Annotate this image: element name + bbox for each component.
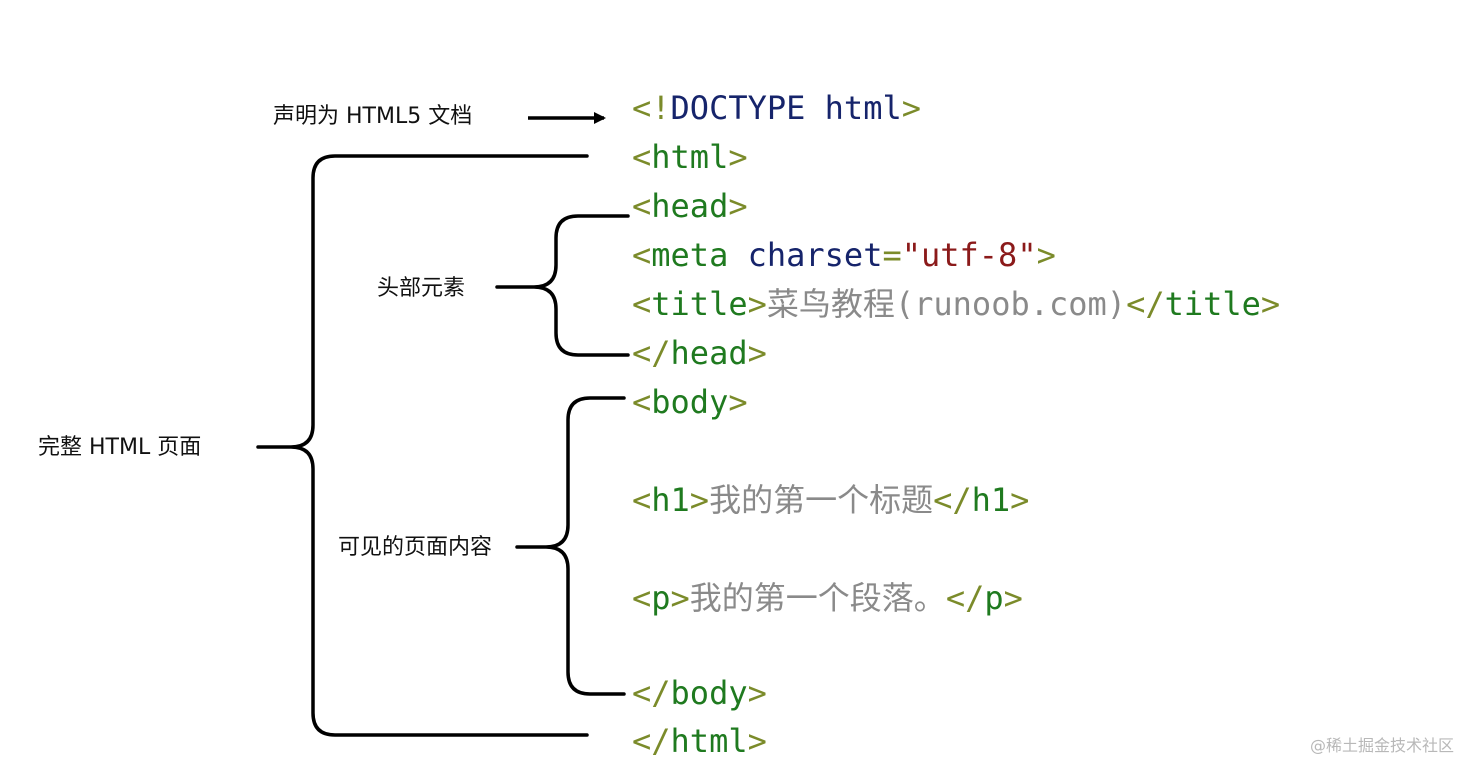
tag-name: body — [651, 383, 729, 421]
equals-sign: = — [882, 236, 902, 274]
space — [728, 236, 747, 274]
tag-bracket: </ — [632, 722, 671, 760]
tag-name: h1 — [971, 481, 1011, 519]
h1-text: 我的第一个标题 — [709, 481, 934, 519]
tag-bracket: > — [747, 285, 767, 323]
tag-bracket: < — [632, 383, 652, 421]
tag-bracket: <! — [632, 89, 671, 127]
tag-bracket: > — [1003, 579, 1023, 617]
code-meta: <meta charset="utf-8"> — [632, 239, 1056, 271]
tag-bracket: < — [632, 579, 652, 617]
tag-bracket: > — [1260, 285, 1281, 323]
title-text: 菜鸟教程(runoob.com) — [766, 285, 1127, 323]
tag-bracket: > — [728, 138, 748, 176]
label-visible-content: 可见的页面内容 — [338, 535, 493, 560]
label-head-elements: 头部元素 — [377, 276, 466, 301]
tag-bracket: < — [632, 236, 652, 274]
tag-bracket: > — [728, 187, 748, 225]
label-full-page: 完整 HTML 页面 — [38, 435, 202, 460]
tag-bracket: > — [728, 383, 748, 421]
tag-bracket: > — [689, 481, 710, 519]
code-html-open: <html> — [632, 141, 748, 173]
tag-name: p — [651, 579, 671, 617]
tag-bracket: </ — [632, 334, 671, 372]
tag-bracket: < — [632, 481, 652, 519]
tag-name: head — [651, 187, 729, 225]
attr-value: "utf-8" — [901, 236, 1037, 274]
code-head-open: <head> — [632, 190, 748, 222]
p-text: 我的第一个段落。 — [689, 579, 946, 617]
tag-bracket: > — [747, 674, 767, 712]
attr-name: charset — [747, 236, 883, 274]
body-brace — [515, 396, 626, 696]
doctype-keyword: DOCTYPE html — [670, 89, 902, 127]
tag-bracket: > — [670, 579, 690, 617]
head-brace — [495, 214, 630, 357]
tag-name: h1 — [651, 481, 690, 519]
tag-bracket: > — [1010, 481, 1030, 519]
code-p: <p>我的第一个段落。</p> — [632, 582, 1023, 614]
tag-bracket: > — [747, 722, 767, 760]
tag-bracket: > — [901, 89, 921, 127]
code-html-close: </html> — [632, 725, 767, 757]
tag-name: html — [670, 722, 748, 760]
tag-bracket: > — [747, 334, 767, 372]
watermark: @稀土掘金技术社区 — [1309, 736, 1454, 755]
tag-bracket: > — [1036, 236, 1056, 274]
tag-name: title — [1164, 285, 1261, 323]
tag-bracket: < — [632, 285, 652, 323]
tag-bracket: </ — [1126, 285, 1165, 323]
tag-name: body — [670, 674, 748, 712]
label-doctype: 声明为 HTML5 文档 — [273, 104, 473, 129]
code-title: <title>菜鸟教程(runoob.com)</title> — [632, 288, 1280, 320]
tag-name: meta — [651, 236, 729, 274]
tag-bracket: < — [632, 187, 652, 225]
code-doctype: <!DOCTYPE html> — [632, 92, 921, 124]
tag-name: title — [651, 285, 748, 323]
tag-bracket: < — [632, 138, 652, 176]
code-h1: <h1>我的第一个标题</h1> — [632, 484, 1029, 516]
tag-name: html — [651, 138, 729, 176]
code-head-close: </head> — [632, 337, 767, 369]
tag-name: p — [984, 579, 1004, 617]
code-body-open: <body> — [632, 386, 748, 418]
tag-bracket: </ — [945, 579, 985, 617]
tag-bracket: </ — [933, 481, 972, 519]
tag-bracket: </ — [632, 674, 671, 712]
code-body-close: </body> — [632, 677, 767, 709]
full-page-brace — [256, 154, 589, 737]
tag-name: head — [670, 334, 748, 372]
